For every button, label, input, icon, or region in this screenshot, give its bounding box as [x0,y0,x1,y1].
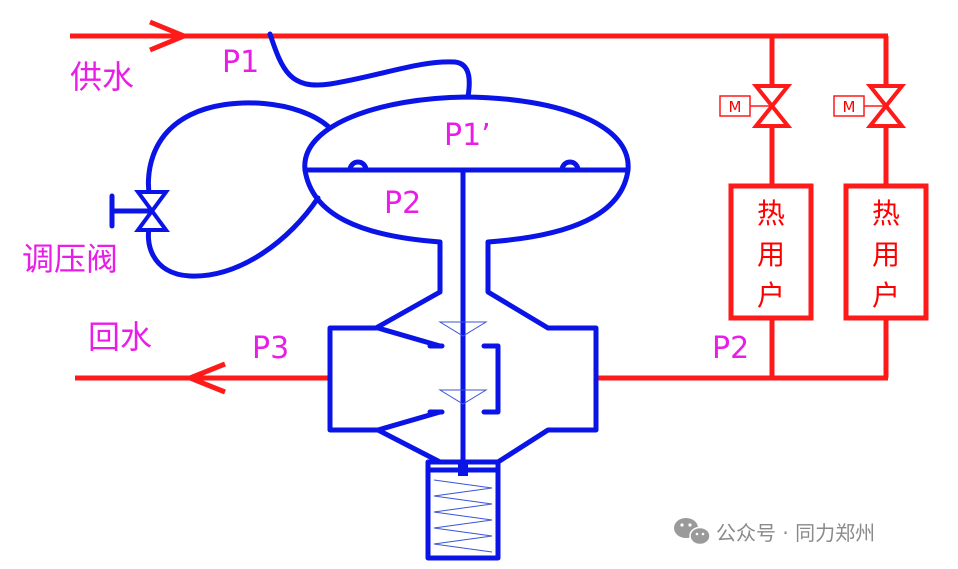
return-pipe [75,361,888,395]
heat-user-1-char-1: 热 [757,197,785,230]
heat-user-1-char-3: 户 [757,279,785,312]
p3-label: P3 [252,331,289,366]
watermark: 公众号 · 同力郑州 [674,518,875,546]
motor-1-label: M [729,98,742,116]
branch-1: M 热 用 户 [719,36,814,378]
wechat-icon [674,518,711,546]
return-water-label: 回水 [88,318,152,356]
p2-upper-label: P2 [384,186,421,221]
heat-user-2 [843,183,929,321]
motorized-valve-2-icon[interactable] [865,84,907,110]
heat-user-1-char-2: 用 [757,238,785,271]
watermark-text: 公众号 · 同力郑州 [716,521,875,545]
regulating-valve-label: 调压阀 [22,240,118,278]
heat-user-2-char-3: 户 [872,279,900,312]
spring [433,479,493,553]
supply-water-label: 供水 [70,58,134,96]
motorized-valve-1-icon[interactable] [751,84,793,110]
heat-user-2-char-2: 用 [872,238,900,271]
p1-prime-label: P1’ [444,118,491,153]
heat-user-1 [728,183,814,321]
p2-lower-label: P2 [712,331,749,366]
supply-pipe [70,19,888,53]
p1-label: P1 [222,45,259,80]
motor-2-label: M [843,98,856,116]
regulating-valve-icon[interactable] [109,190,170,232]
heat-user-2-char-1: 热 [872,197,900,230]
pressure-valve [109,31,631,561]
motor-1-box [719,95,751,117]
branch-2: M 热 用 户 [833,36,929,378]
motor-2-box [833,95,865,117]
